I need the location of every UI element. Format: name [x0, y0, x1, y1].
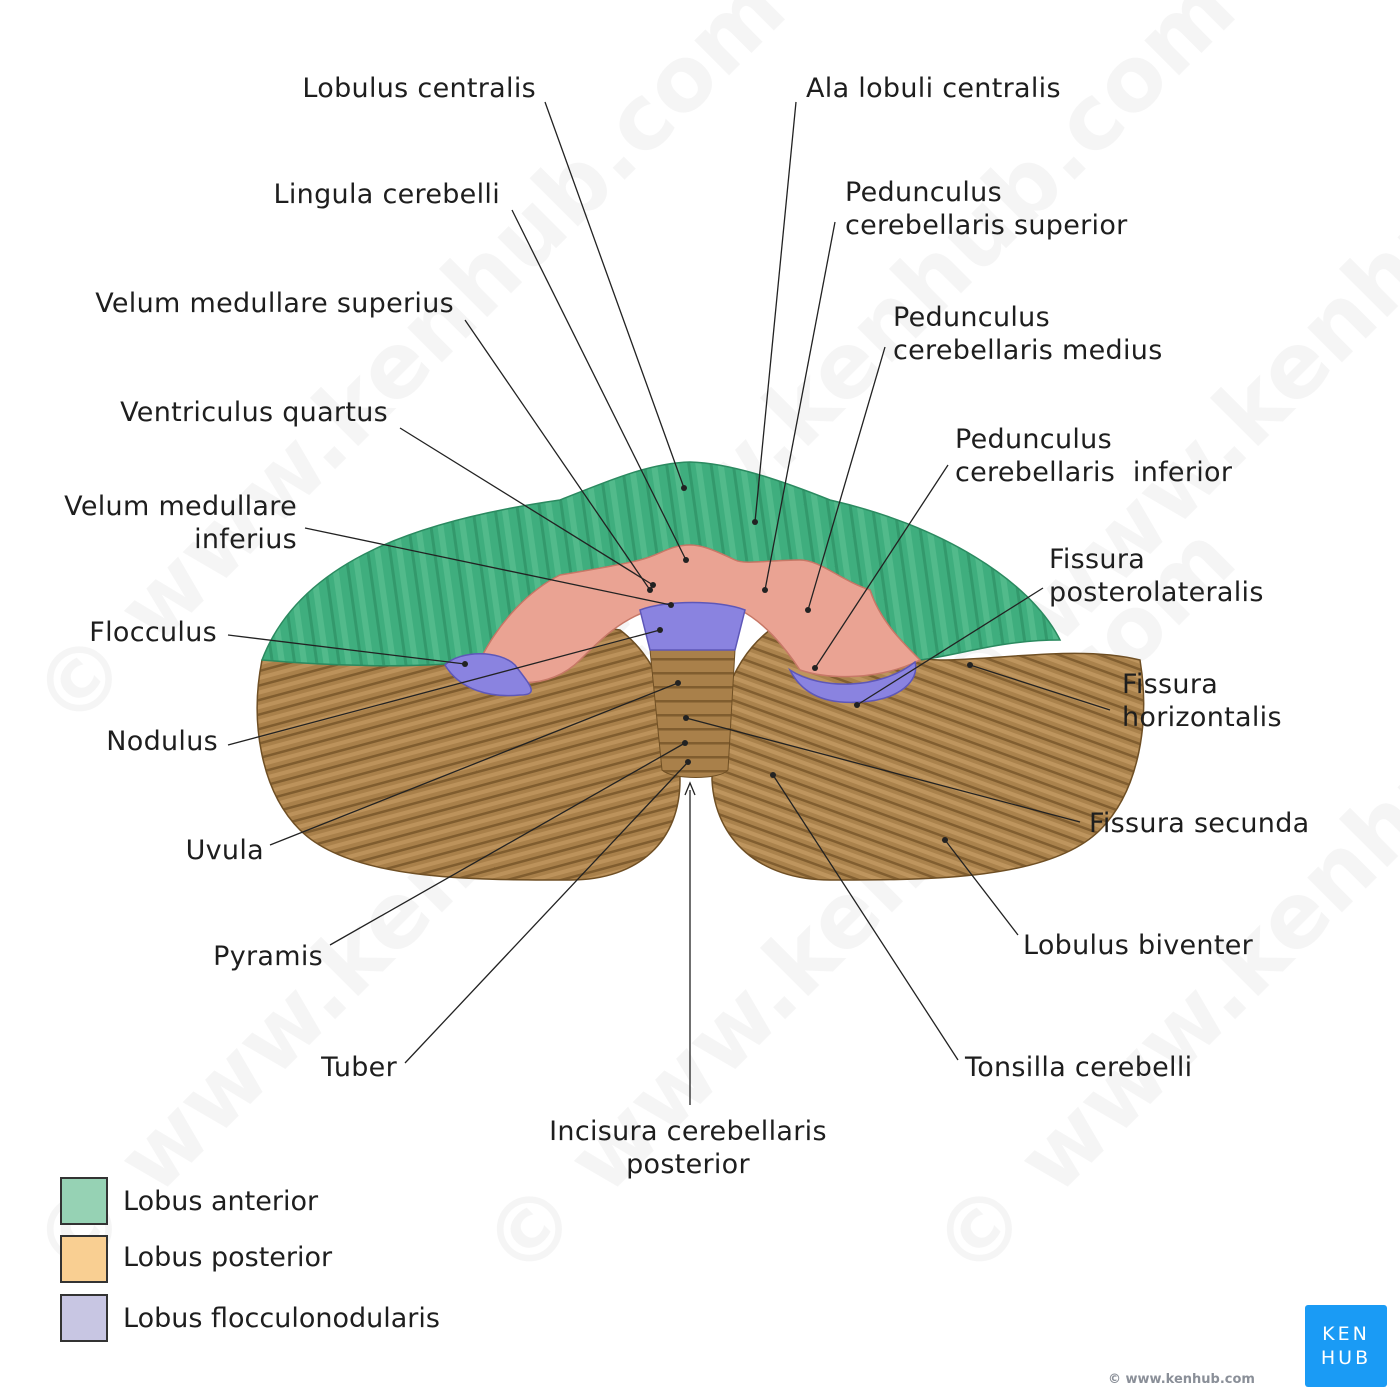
label-lobulus-centralis: Lobulus centralis — [302, 73, 536, 104]
label-tuber: Tuber — [321, 1052, 397, 1083]
label-velum-medullare-superius: Velum medullare superius — [95, 288, 454, 319]
legend-swatch-posterior — [60, 1235, 108, 1283]
label-velum-medullare-inferius: Velum medullare inferius — [64, 491, 297, 555]
leader-lingula-cerebelli — [511, 209, 687, 561]
label-lobulus-biventer: Lobulus biventer — [1023, 930, 1254, 961]
leader-tonsilla — [772, 774, 959, 1061]
leader-ventriculus-quartus — [399, 427, 654, 586]
leader-velum-superius — [464, 319, 651, 591]
logo-line-1: KEN — [1322, 1323, 1370, 1345]
legend-swatch-anterior — [60, 1177, 108, 1225]
leader-tuber — [404, 761, 689, 1064]
label-fissura-posterolateralis: Fissura posterolateralis — [1049, 544, 1264, 608]
label-tonsilla-cerebelli: Tonsilla cerebelli — [965, 1052, 1193, 1083]
label-nodulus: Nodulus — [106, 726, 218, 757]
leader-lobulus-biventer — [944, 839, 1019, 936]
label-pedunculus-inferior: Pedunculus cerebellaris inferior — [955, 424, 1233, 488]
leader-fissura-secunda — [685, 717, 1081, 823]
copyright-text: © www.kenhub.com — [1108, 1372, 1255, 1387]
leader-uvula — [269, 682, 679, 846]
logo-line-2: HUB — [1320, 1347, 1372, 1369]
leader-pyramis — [329, 742, 686, 946]
leader-velum-inferius — [304, 527, 672, 606]
leader-ped-superior — [764, 221, 836, 591]
nodulus-region — [639, 601, 746, 651]
legend-label-flocculonodularis: Lobus flocculonodularis — [123, 1303, 440, 1334]
label-ventriculus-quartus: Ventriculus quartus — [120, 397, 388, 428]
arrowhead — [684, 781, 696, 796]
leader-ped-inferior — [814, 464, 949, 669]
label-incisura-cerebellaris-posterior: Incisura cerebellaris posterior — [549, 1116, 827, 1180]
label-fissura-secunda: Fissura secunda — [1089, 808, 1310, 839]
flocculus-right — [788, 660, 917, 704]
leader-ala — [754, 101, 797, 523]
leader-flocculus — [227, 634, 466, 665]
leader-fissura-posterolateralis — [856, 587, 1044, 706]
label-pedunculus-superior: Pedunculus cerebellaris superior — [845, 177, 1128, 241]
label-fissura-horizontalis: Fissura horizontalis — [1122, 669, 1282, 733]
label-flocculus: Flocculus — [89, 617, 217, 648]
legend-label-posterior: Lobus posterior — [123, 1242, 333, 1273]
label-lingula-cerebelli: Lingula cerebelli — [273, 179, 500, 210]
legend-swatch-flocculonodularis — [60, 1294, 108, 1342]
leader-nodulus — [227, 629, 661, 746]
kenhub-logo[interactable]: KEN HUB — [1305, 1305, 1387, 1387]
leader-dots — [462, 485, 973, 843]
legend-label-anterior: Lobus anterior — [123, 1186, 319, 1217]
label-pedunculus-medius: Pedunculus cerebellaris medius — [893, 302, 1163, 366]
label-pyramis: Pyramis — [213, 941, 323, 972]
leader-lobulus-centralis — [544, 101, 685, 489]
lobus-posterior-right — [711, 627, 1145, 881]
leader-fissura-horizontalis — [969, 664, 1111, 711]
leader-ped-medius — [807, 346, 886, 611]
leader-lines — [227, 101, 1111, 1105]
label-uvula: Uvula — [185, 835, 264, 866]
label-ala-lobuli-centralis: Ala lobuli centralis — [806, 73, 1061, 104]
vermis — [649, 649, 736, 778]
